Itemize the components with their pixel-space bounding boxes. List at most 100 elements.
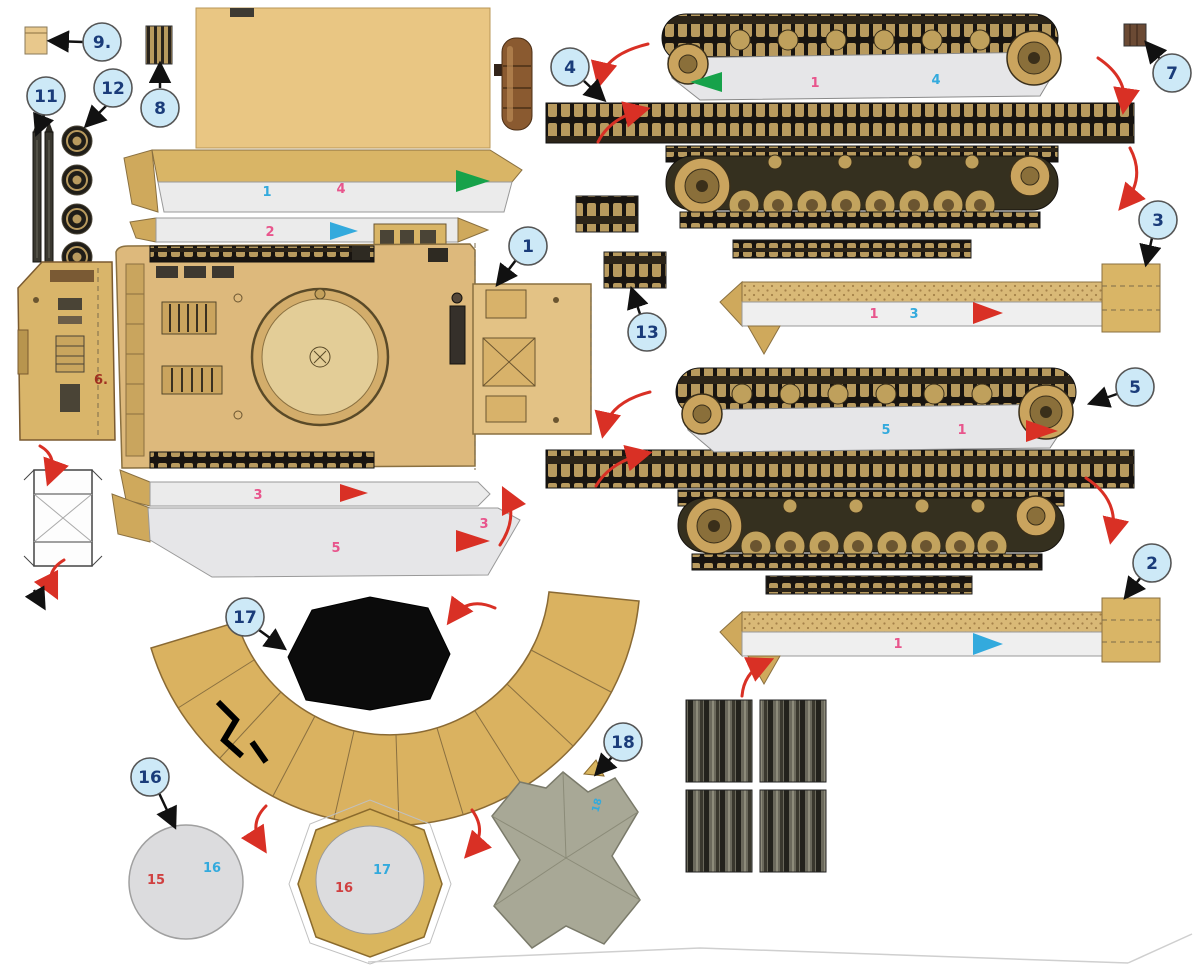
sheet-edge-line [367, 947, 1129, 964]
black-small-arrow [24, 585, 46, 611]
piece5-corner-label: 3 [479, 517, 488, 532]
disc-label-16: 16 [203, 861, 221, 876]
callout-11: 11 [26, 76, 66, 116]
tank-side-view-a: 1 4 [661, 13, 1062, 101]
part-hull-roof-rectangle [195, 7, 491, 149]
part-fender-strip-a: 1 3 [719, 263, 1161, 356]
part-fender-strip-b: 1 [719, 597, 1161, 686]
callout-2: 2 [1132, 543, 1172, 583]
callout-17-label: 17 [233, 608, 257, 628]
red-curved-arrow [1096, 56, 1140, 115]
callout-17: 17 [225, 597, 265, 637]
part-turret-skirt-arc [150, 591, 640, 827]
cloth-label-18: 18 [590, 797, 604, 813]
part-16-disc: 15 16 [128, 824, 244, 940]
callout-18-label: 18 [611, 733, 635, 753]
part-11-gun-barrels [32, 121, 54, 263]
spare-track-squares [685, 699, 827, 873]
callout-1-label: 1 [522, 237, 534, 257]
part-glacis-piece: 1 4 [123, 149, 523, 213]
turret-label-17: 17 [373, 863, 391, 878]
callout-3-label: 3 [1152, 211, 1164, 231]
strip3-label: 3 [253, 488, 262, 503]
callout-13: 13 [627, 312, 667, 352]
callout-5: 5 [1115, 367, 1155, 407]
part-strip-3: 3 [119, 469, 491, 507]
red-curved-arrow [596, 101, 651, 144]
callout-7-label: 7 [1166, 64, 1178, 84]
callout-16-label: 16 [138, 768, 162, 788]
black-zigzag-mark [249, 740, 269, 764]
callout-7: 7 [1152, 53, 1192, 93]
callout-8-label: 8 [154, 99, 166, 119]
part-1-hull-top-view [115, 243, 476, 470]
red-curved-arrow [1118, 146, 1146, 211]
part-7-square [1123, 23, 1147, 47]
callout-18: 18 [603, 722, 643, 762]
callout-8: 8 [140, 88, 180, 128]
callout-4-label: 4 [564, 58, 576, 78]
part-8-track-block [145, 25, 173, 65]
red-curved-arrow [240, 804, 268, 854]
sideB-label-5: 5 [881, 423, 890, 438]
red-curved-arrow [590, 42, 650, 89]
turret-label-16: 16 [335, 881, 353, 896]
red-assembly-arrows [33, 42, 1146, 859]
red-arrow-icon [1026, 420, 1058, 442]
red-curved-arrow [594, 444, 653, 488]
blue-arrow-icon [973, 633, 1003, 655]
red-curved-arrow [740, 657, 775, 698]
callout-3: 3 [1138, 200, 1178, 240]
disc-label-15: 15 [147, 873, 165, 888]
tank-side-view-b [665, 145, 1059, 259]
red-arrow-icon [456, 530, 490, 552]
red-curved-arrow [38, 444, 69, 487]
glacis-label-1: 1 [262, 185, 271, 200]
red-arrow-icon [973, 302, 1003, 324]
black-zigzag-mark [215, 699, 244, 759]
glue-box-template [23, 469, 103, 567]
part6-label: 6. [94, 373, 108, 388]
strip2-label: 2 [265, 225, 274, 240]
part-17-turret-base: 16 17 [288, 799, 452, 965]
callout-1: 1 [508, 226, 548, 266]
blue-arrow-icon [330, 222, 358, 240]
red-curved-arrow [498, 485, 527, 547]
part-13-track-blocks [575, 195, 667, 289]
sheet-edge-line [1127, 933, 1193, 964]
callout-2-label: 2 [1146, 554, 1158, 574]
green-arrow-icon [690, 72, 722, 92]
red-curved-arrow [1084, 476, 1130, 545]
part-6-side-piece: 6. [17, 261, 116, 441]
callout-13-label: 13 [635, 323, 659, 343]
sideB-label-1: 1 [957, 423, 966, 438]
oil-drum [494, 37, 533, 131]
tank-side-view-d [677, 489, 1065, 595]
callout-11-label: 11 [34, 87, 58, 107]
part-17-black-octagon [287, 596, 451, 711]
red-curved-arrow [446, 595, 497, 626]
tank-side-view-c: 5 1 [675, 367, 1077, 453]
part-18-canvas-cover: 18 [491, 759, 641, 949]
callout-16: 16 [130, 757, 170, 797]
piece5-label: 5 [331, 541, 340, 556]
fenderA-label-3: 3 [909, 307, 918, 322]
glacis-label-4: 4 [336, 182, 345, 197]
callout-9-label: 9. [93, 33, 111, 53]
part-12-road-wheels [61, 125, 93, 273]
sideA-label-1: 1 [810, 76, 819, 91]
part-5-piece: 5 3 [111, 493, 521, 578]
fenderB-label-1: 1 [893, 637, 902, 652]
callout-12: 12 [93, 68, 133, 108]
red-curved-arrow [594, 390, 652, 439]
callout-5-label: 5 [1129, 378, 1141, 398]
red-curved-arrow [33, 558, 66, 601]
part-1-hull-right-extension [472, 283, 592, 435]
red-curved-arrow [463, 808, 493, 859]
callout-9: 9. [82, 22, 122, 62]
callout-12-label: 12 [101, 79, 125, 99]
callout-4: 4 [550, 47, 590, 87]
green-arrow-icon [456, 170, 490, 192]
